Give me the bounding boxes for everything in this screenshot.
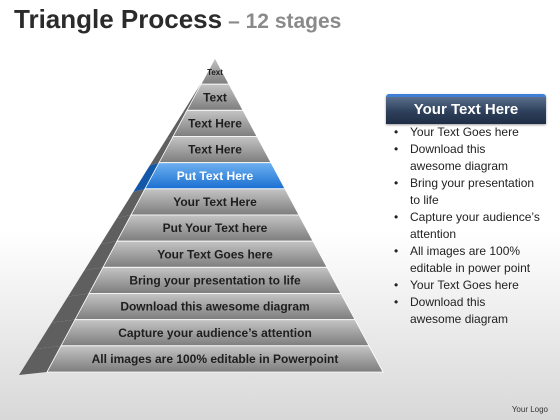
stage-label: Put Your Text here [163, 221, 268, 235]
pyramid-stage: Text [182, 83, 244, 114]
page-title: Triangle Process– 12 stages [14, 4, 341, 35]
stage-side-face [100, 215, 131, 245]
bullet-item: Your Text Goes here [392, 277, 540, 294]
stage-side-face [182, 84, 201, 114]
stage-label: All images are 100% editable in Powerpoi… [92, 352, 339, 366]
pyramid-stage: Put Your Text here [100, 214, 314, 245]
stage-side-face [133, 162, 159, 192]
stage-label: Text Here [188, 143, 242, 157]
pyramid-stage: Text [198, 57, 230, 88]
stage-label: Your Text Goes here [157, 247, 273, 261]
info-panel-header: Your Text Here [386, 94, 546, 124]
pyramid-stage: Put Text Here [133, 162, 286, 192]
pyramid-stage: Your Text Here [117, 188, 300, 218]
pyramid-stage: Text Here [149, 136, 272, 166]
stage-label: Bring your presentation to life [129, 273, 301, 287]
stage-label: Text [207, 68, 223, 77]
title-subtitle: – 12 stages [228, 10, 342, 33]
bullet-item: Capture your audience’s attention [392, 209, 540, 243]
pyramid-stage: All images are 100% editable in Powerpoi… [19, 345, 384, 375]
stage-side-face [117, 188, 145, 218]
stage-front-face [46, 345, 384, 373]
stage-label: Download this awesome diagram [120, 300, 309, 314]
stage-side-face [68, 267, 103, 297]
stage-label: Capture your audience’s attention [118, 326, 312, 340]
pyramid-stage: Text Here [166, 109, 258, 140]
pyramid-stage: Download this awesome diagram [51, 293, 356, 323]
stage-side-face [149, 136, 173, 166]
stage-side-face [35, 319, 75, 349]
pyramid-stage: Bring your presentation to life [68, 266, 342, 297]
stage-label: Text Here [188, 116, 242, 130]
title-main: Triangle Process [14, 4, 223, 34]
stage-label: Your Text Here [173, 195, 257, 209]
bullet-item: Bring your presentation to life [392, 175, 540, 209]
stage-label: Text [203, 90, 227, 104]
pyramid-stage: Your Text Goes here [84, 240, 328, 271]
stage-side-face [19, 345, 61, 375]
bullet-item: Download this awesome diagram [392, 294, 540, 328]
stage-side-face [51, 293, 89, 323]
stage-label: Put Text Here [177, 169, 254, 183]
footer-logo-text: Your Logo [511, 405, 548, 414]
bullet-list: Your Text Goes here Download this awesom… [392, 124, 540, 328]
bullet-item: Your Text Goes here [392, 124, 540, 141]
stage-side-face [84, 241, 117, 271]
pyramid-stage: Capture your audience’s attention [35, 319, 370, 349]
panel-title: Your Text Here [413, 101, 519, 118]
bullet-item: Download this awesome diagram [392, 141, 540, 175]
bullet-item: All images are 100% editable in power po… [392, 243, 540, 277]
stage-side-face [166, 110, 187, 140]
